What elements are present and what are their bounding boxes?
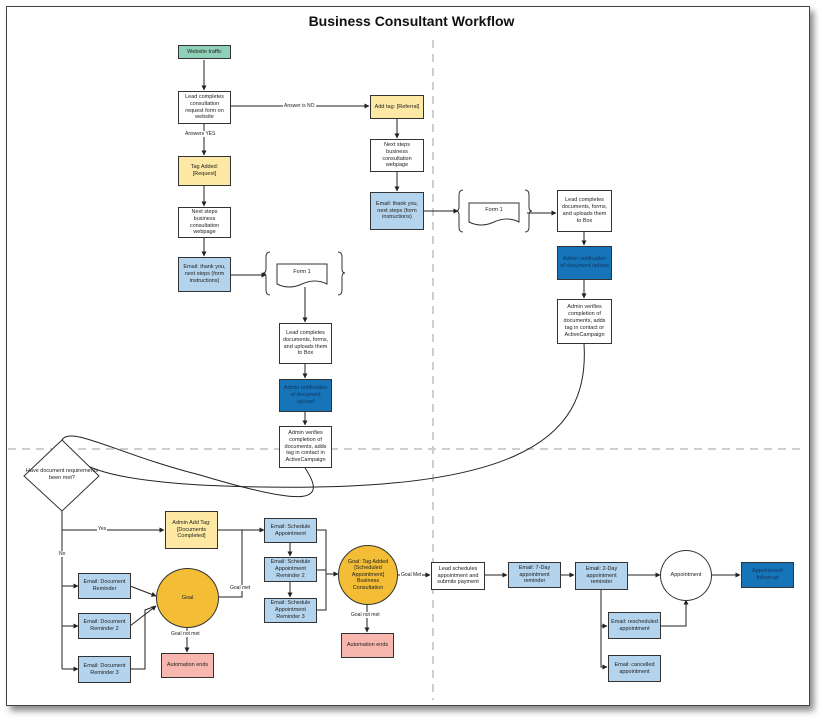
edge-label-yes: Yes bbox=[97, 526, 108, 532]
node-goal-2: Goal: Tag Added [Scheduled Appointment] … bbox=[338, 545, 398, 605]
node-email-doc-reminder-3: Email: Document Reminder 3 bbox=[78, 656, 131, 683]
node-email-rescheduled: Email: rescheduled appointment bbox=[608, 612, 661, 639]
node-email-thank-you-right: Email: thank you, next steps (form instr… bbox=[370, 192, 424, 230]
node-form1-left: Form 1 bbox=[293, 269, 311, 275]
node-appointment-follow-up: Appointment follow-up bbox=[741, 562, 794, 588]
node-website-traffic: Website traffic bbox=[178, 45, 231, 59]
node-next-steps-right: Next steps business consultation webpage bbox=[370, 139, 424, 172]
node-tag-added-request: Tag Added: [Request] bbox=[178, 156, 231, 186]
node-admin-verifies-left: Admin verifies completion of documents, … bbox=[279, 426, 332, 468]
node-email-doc-reminder-2: Email: Document Reminder 2 bbox=[78, 613, 131, 639]
edge-label-goal-met-2: Goal Met bbox=[400, 572, 423, 578]
node-lead-completes-form: Lead completes consultation request form… bbox=[178, 91, 231, 124]
node-email-schedule-appt-2: Email: Schedule Appointment Reminder 2 bbox=[264, 557, 317, 582]
node-goal-1: Goal bbox=[156, 568, 219, 628]
node-form1-right: Form 1 bbox=[485, 207, 503, 213]
decision-diamond bbox=[23, 439, 100, 512]
node-automation-ends-2: Automation ends bbox=[341, 633, 394, 658]
diagram-title: Business Consultant Workflow bbox=[308, 13, 515, 29]
edge-label-goal-not-met-1: Goal not met bbox=[170, 631, 201, 637]
node-lead-completes-docs-left: Lead completes documents, forms, and upl… bbox=[279, 323, 332, 364]
node-appointment: Appointment bbox=[660, 550, 712, 601]
node-admin-notified-right: Admin notification of document upload bbox=[557, 246, 612, 280]
form1-right-shape bbox=[468, 202, 520, 226]
node-admin-notified-left: Admin notification of document upload bbox=[279, 379, 332, 412]
node-email-cancelled: Email: cancelled appointment bbox=[608, 655, 661, 682]
edge-label-no: No bbox=[58, 551, 67, 557]
node-email-2day: Email: 2-Day appointment reminder bbox=[575, 562, 628, 590]
node-lead-schedules: Lead schedules appointment and submits p… bbox=[431, 562, 485, 590]
edge-label-goal-met-1: Goal met bbox=[229, 585, 252, 591]
node-email-schedule-appt-3: Email: Schedule Appointment Reminder 3 bbox=[264, 598, 317, 623]
edge-label-answers-yes: Answers YES bbox=[184, 131, 217, 137]
edge-label-answer-is-no: Answer is NO bbox=[283, 103, 316, 109]
node-email-thank-you-left: Email: thank you, next steps (form instr… bbox=[178, 257, 231, 292]
node-email-schedule-appt: Email: Schedule Appointment bbox=[264, 518, 317, 543]
node-add-tag-referral: Add tag: [Referral] bbox=[370, 95, 424, 119]
node-next-steps-left: Next steps business consultation webpage bbox=[178, 207, 231, 238]
node-email-7day: Email: 7-Day appointment reminder bbox=[508, 562, 561, 588]
edge-label-goal-not-met-2: Goal not met bbox=[350, 612, 381, 618]
node-lead-completes-docs-right: Lead completes documents, forms, and upl… bbox=[557, 190, 612, 232]
form1-left-shape bbox=[276, 263, 328, 288]
node-decision: Have document requirements been met? bbox=[25, 468, 99, 482]
node-automation-ends-1: Automation ends bbox=[161, 653, 214, 678]
node-admin-add-tag-completed: Admin Add Tag: [Documents Completed] bbox=[165, 511, 218, 549]
node-admin-verifies-right: Admin verifies completion of documents, … bbox=[557, 299, 612, 344]
node-email-doc-reminder-1: Email: Document Reminder bbox=[78, 573, 131, 599]
